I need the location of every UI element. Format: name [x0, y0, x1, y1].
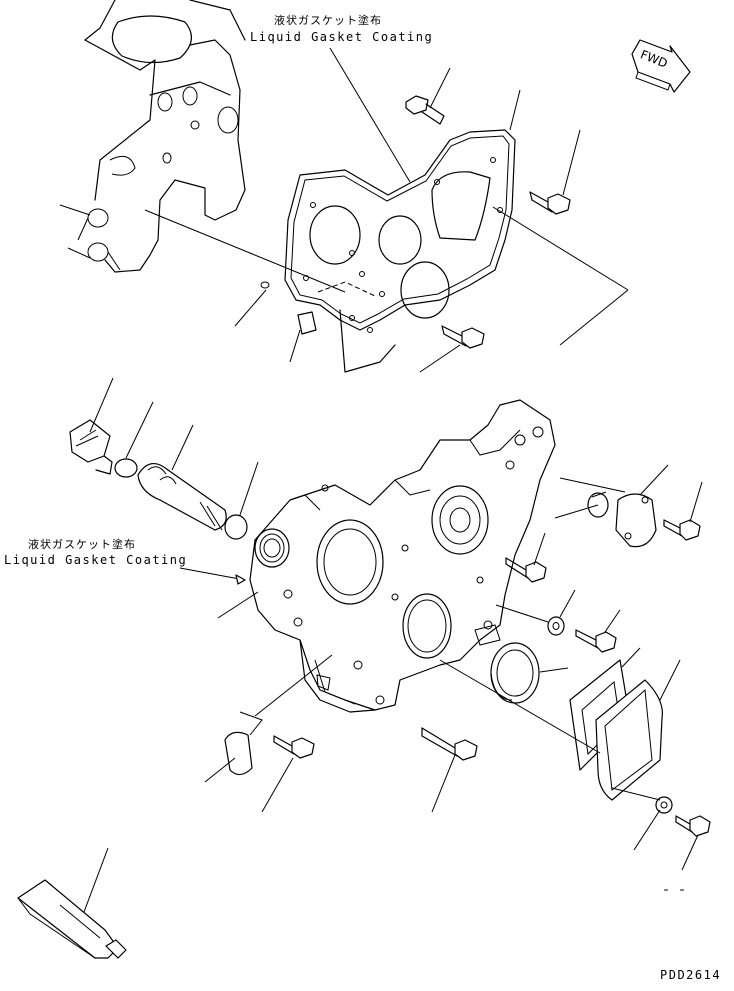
washer-mid [547, 616, 565, 636]
gasket-note-jp-upper: 液状ガスケット塗布 [274, 14, 382, 27]
sealant-tube [17, 879, 127, 959]
gasket-note-jp-lower: 液状ガスケット塗布 [28, 538, 136, 551]
bolt-lower-2 [421, 727, 478, 761]
o-ring-3 [587, 492, 609, 518]
o-ring-2 [224, 514, 248, 540]
washer-lower-right [655, 796, 673, 814]
gasket-note-en-lower: Liquid Gasket Coating [4, 553, 188, 567]
upper-bolt-2 [529, 191, 571, 215]
bolt-right-small [663, 519, 701, 541]
front-cover-housing [249, 399, 556, 713]
leader-gasket-upper [329, 47, 411, 183]
drawing-code: PDD2614 [660, 968, 722, 982]
bolt-lower-1 [273, 735, 315, 759]
gasket-plate [284, 129, 516, 373]
fwd-arrow-marker [631, 39, 691, 93]
leader-gasket-lower [179, 567, 246, 581]
upper-bolt-3 [441, 325, 485, 349]
bolt-mid-right [505, 557, 547, 583]
upper-bolt-1 [405, 95, 445, 125]
cover-plate [595, 679, 663, 801]
gasket-note-en-upper: Liquid Gasket Coating [250, 30, 434, 44]
engine-block-outline [59, 0, 246, 273]
o-ring-1 [114, 458, 138, 478]
bolt-lower-right [675, 815, 711, 837]
cover-plate-small [615, 493, 657, 548]
dowel-pin-lower [224, 711, 263, 776]
drain-plug [69, 419, 113, 475]
bolt-mid [575, 629, 617, 653]
pipe-fitting [137, 463, 227, 531]
dowel-pin-upper [260, 281, 317, 335]
